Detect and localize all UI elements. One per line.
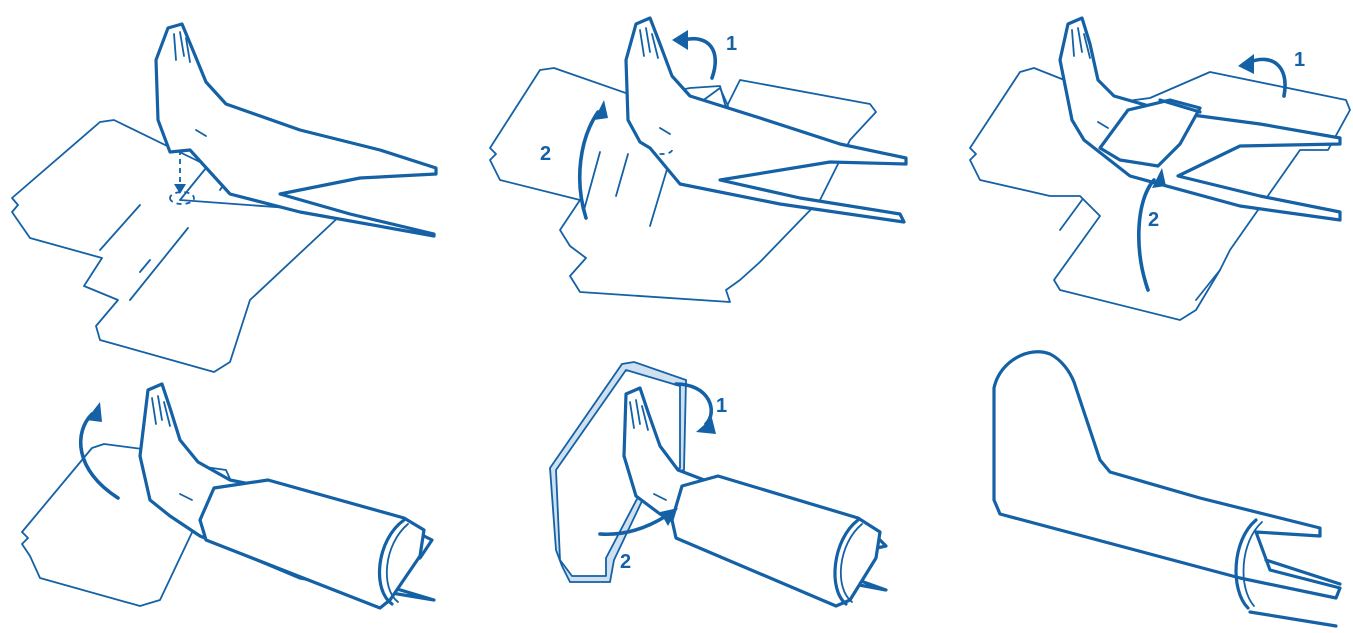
step-3-arrow-1 [1248, 57, 1287, 98]
step-5-arrow-2 [598, 514, 668, 537]
step-3-wrap-band [1098, 98, 1202, 168]
step-3-panel: 1 2 [969, 16, 1351, 321]
step-6-panel [992, 350, 1342, 628]
step-5-label-1: 1 [716, 395, 727, 417]
step-4-arrow [78, 412, 120, 500]
step-5-label-2: 2 [620, 551, 631, 573]
step-5-arrow-1 [674, 382, 713, 426]
step-4-cast-tube [198, 478, 426, 610]
step-2-leg [624, 16, 908, 224]
step-3-leg [1058, 16, 1342, 222]
step-1-leg [154, 22, 438, 238]
step-5-cast-tube [670, 474, 882, 608]
step-2-panel: 1 2 [489, 16, 908, 303]
step-4-panel [21, 382, 436, 610]
step-3-arrow-2 [1137, 178, 1156, 292]
step-1-splint-board [11, 119, 345, 373]
step-2-label-2: 2 [540, 143, 551, 165]
step-2-label-1: 1 [726, 33, 737, 55]
step-3-label-2: 2 [1148, 209, 1159, 231]
step-3-label-1: 1 [1294, 49, 1305, 71]
step-1-panel [11, 22, 438, 373]
step-2-arrow-2 [577, 110, 600, 220]
step-6-finished-cast [992, 350, 1342, 600]
step-1-heel-target [169, 191, 195, 205]
step-5-panel: 1 2 [549, 361, 888, 608]
step-2-arrow-1 [682, 37, 718, 80]
